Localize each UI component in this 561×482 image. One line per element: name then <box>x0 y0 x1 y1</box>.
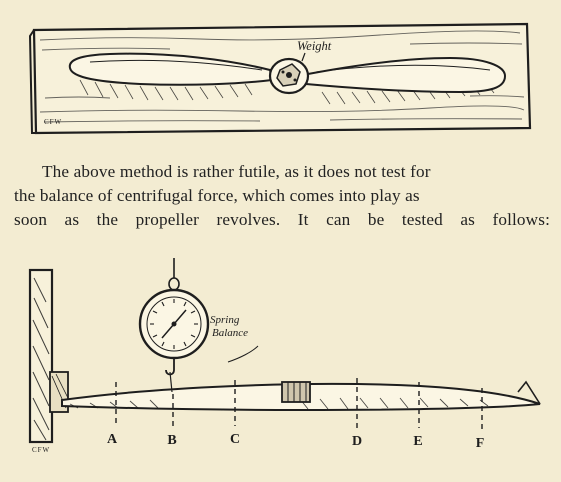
paragraph-line-2: the balance of centrifugal force, which … <box>14 186 420 205</box>
station-label-e: E <box>413 434 422 449</box>
propeller <box>68 52 507 105</box>
station-label-c: C <box>230 432 240 447</box>
propeller-blade <box>61 380 541 412</box>
label-pointer <box>227 345 259 363</box>
propeller-on-plank-figure: Weight CFW <box>28 22 532 135</box>
balance-label: Balance <box>212 327 248 339</box>
vertical-post <box>28 268 69 444</box>
spring-label: Spring <box>210 314 240 326</box>
station-label-a: A <box>107 432 118 447</box>
station-lines <box>115 378 483 430</box>
paragraph-line-1: The above method is rather futile, as it… <box>42 162 431 181</box>
station-label-b: B <box>167 433 176 448</box>
spring-balance-test-figure: Spring Balance A B C D E F CFW <box>28 258 541 454</box>
station-label-d: D <box>352 434 362 449</box>
spring-balance <box>138 258 210 393</box>
paragraph-line-3: soon as the propeller revolves. It can b… <box>14 210 550 229</box>
body-paragraph: The above method is rather futile, as it… <box>14 160 550 232</box>
artist-signature-bottom: CFW <box>32 446 50 454</box>
weight-label: Weight <box>297 39 332 53</box>
station-label-f: F <box>476 436 485 451</box>
artist-signature: CFW <box>44 118 62 126</box>
weight-pointer <box>301 52 306 62</box>
